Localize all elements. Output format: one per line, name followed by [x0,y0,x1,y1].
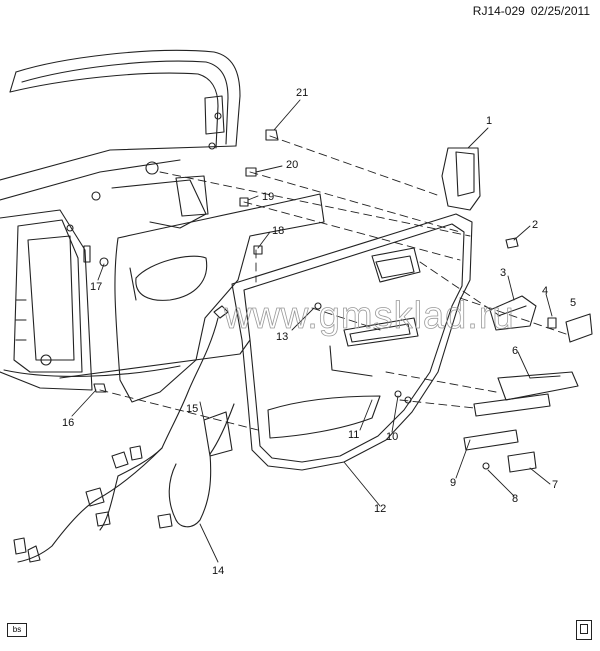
callout-14: 14 [212,565,224,577]
part-19-shape [239,197,249,207]
callout-18: 18 [272,225,284,237]
corner-badge: bs [7,623,27,637]
callout-1: 1 [486,115,492,127]
callout-2: 2 [532,219,538,231]
part-16-shape [93,383,107,393]
alignment-lines [99,135,567,431]
callout-15: 15 [186,403,198,415]
part-4-shape [547,317,557,329]
callout-3: 3 [500,267,506,279]
small-parts [93,129,593,473]
part-3-shape [489,295,537,331]
callout-16: 16 [62,417,74,429]
callout-4: 4 [542,285,548,297]
part-18-shape [253,245,263,255]
callout-12: 12 [374,503,386,515]
part-5-shape [565,313,593,343]
callout-21: 21 [296,87,308,99]
callout-19: 19 [262,191,274,203]
part-20-shape [245,167,257,177]
door-trim-panel [231,213,473,471]
callout-9: 9 [450,477,456,489]
callout-13: 13 [276,331,288,343]
wiring-harness [13,305,235,563]
part-9-shape [473,393,551,417]
callout-17: 17 [90,281,102,293]
leader-lines [71,99,553,563]
diagram-date: 02/25/2011 [530,4,590,18]
callout-5: 5 [570,297,576,309]
callout-20: 20 [286,159,298,171]
callout-10: 10 [386,431,398,443]
watermark-text: www.gmsklad.ru [223,295,515,337]
callout-7: 7 [552,479,558,491]
part-6-shape [497,371,579,401]
book-icon [576,620,592,640]
diagram-header: RJ14-029 02/25/2011 [473,4,590,18]
callout-6: 6 [512,345,518,357]
callout-11: 11 [348,429,359,441]
part-21-shape [265,129,279,141]
door-frame [0,49,251,391]
diagram-code: RJ14-029 [472,4,525,18]
callout-8: 8 [512,493,518,505]
water-deflector [114,193,325,403]
part-2-shape [505,237,519,249]
part-1-shape [441,147,481,211]
callout-numbers: 1 2 3 4 5 6 7 8 9 10 11 12 13 14 15 16 1… [62,87,576,577]
part-7-shape [507,451,537,473]
part-8-shape [482,462,490,470]
